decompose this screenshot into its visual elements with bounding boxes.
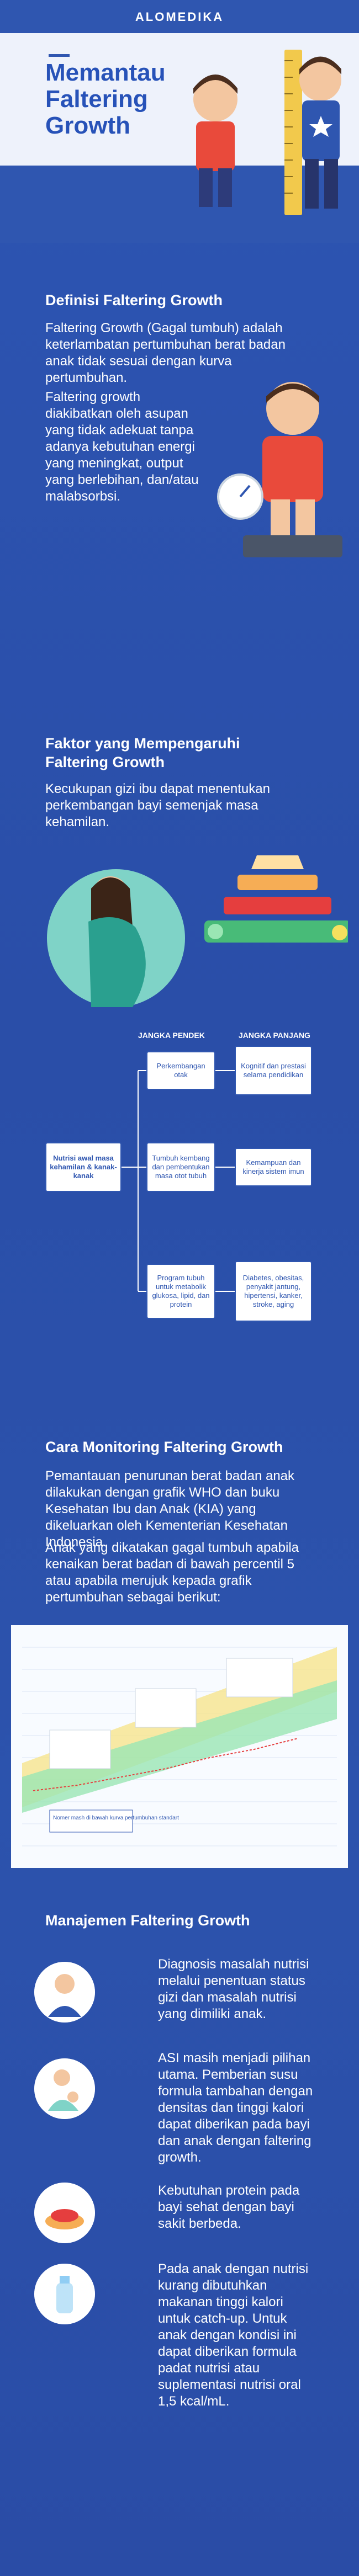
title-line-2: Faltering xyxy=(45,86,148,113)
growth-chart-illustration: Nomer mash di bawah kurva pertumbuhan st… xyxy=(11,1625,348,1868)
mother-dress-icon xyxy=(88,917,146,1007)
child-head-icon xyxy=(266,382,319,435)
manajemen-text-3: Kebutuhan protein pada bayi sehat dengan… xyxy=(158,2183,300,2231)
title-line-3: Growth xyxy=(45,112,130,139)
pregnant-mother-food-illustration xyxy=(47,855,348,1007)
flow-box-cognitive: Kognitif dan prestasi selama pendidikan xyxy=(235,1046,312,1095)
manajemen-text-4: Pada anak dengan nutrisi kurang dibutuhk… xyxy=(158,2261,309,2409)
height-ruler-icon xyxy=(284,50,302,215)
flow-header-long: JANGKA PANJANG xyxy=(239,1031,310,1040)
small-boy-head-icon xyxy=(193,77,237,121)
children-height-illustration xyxy=(193,50,341,215)
food-pyramid-icon xyxy=(251,855,304,869)
flow-box-immune: Kemampuan dan kinerja sistem imun xyxy=(235,1148,312,1186)
definisi-paragraph-2: Faltering growth diakibatkan oleh asupan… xyxy=(45,390,199,504)
top-bar xyxy=(0,0,359,33)
protein-food-icon xyxy=(34,2183,95,2243)
monitoring-paragraph-2: Anak yang dikatakan gagal tumbuh apabila… xyxy=(45,1540,299,1605)
manajemen-title: Manajemen Faltering Growth xyxy=(45,1912,250,1929)
flow-box-diseases: Diabetes, obesitas, penyakit jantung, hi… xyxy=(235,1261,312,1322)
title-accent-bar xyxy=(49,54,70,57)
page-title: Memantau Faltering Growth xyxy=(45,60,194,139)
growth-band-green xyxy=(22,1680,337,1813)
chart-note-text: Nomer mash di bawah kurva pertumbuhan st… xyxy=(53,1815,179,1821)
weighing-scale-icon xyxy=(243,535,342,557)
brand-name: ALOMEDIKA xyxy=(135,10,224,24)
child-on-scale-illustration xyxy=(217,382,342,557)
definisi-title: Definisi Faltering Growth xyxy=(45,292,223,308)
doctor-icon xyxy=(34,1962,95,2023)
manajemen-text-1: Diagnosis masalah nutrisi melalui penent… xyxy=(158,1957,309,2021)
faktor-paragraph-1: Kecukupan gizi ibu dapat menentukan perk… xyxy=(45,781,270,829)
flow-box-brain: Perkembangan otak xyxy=(146,1051,215,1090)
title-line-1: Memantau xyxy=(45,59,166,86)
breastfeeding-icon xyxy=(34,2058,95,2119)
definisi-paragraph-1: Faltering Growth (Gagal tumbuh) adalah k… xyxy=(45,321,286,385)
hero-header: ALOMEDIKA Memantau Faltering Growth xyxy=(0,0,359,243)
monitoring-title: Cara Monitoring Faltering Growth xyxy=(45,1439,283,1455)
flow-box-growth: Tumbuh kembang dan pembentukan masa otot… xyxy=(146,1142,215,1192)
flow-box-metabolic: Program tubuh untuk metabolik glukosa, l… xyxy=(146,1264,215,1319)
flow-connectors xyxy=(122,1070,235,1292)
flow-source-box: Nutrisi awal masa kehamilan & kanak-kana… xyxy=(45,1142,122,1192)
faktor-title: Faktor yang Mempengaruhi Faltering Growt… xyxy=(45,735,240,770)
child-growth-line xyxy=(33,1738,299,1791)
flow-header-short: JANGKA PENDEK xyxy=(138,1031,205,1040)
tall-boy-head-icon xyxy=(299,59,341,101)
monitoring-paragraph-1: Pemantauan penurunan berat badan anak di… xyxy=(45,1468,295,1550)
milk-bottle-icon xyxy=(34,2264,95,2324)
manajemen-text-2: ASI masih menjadi pilihan utama. Pemberi… xyxy=(158,2051,313,2165)
